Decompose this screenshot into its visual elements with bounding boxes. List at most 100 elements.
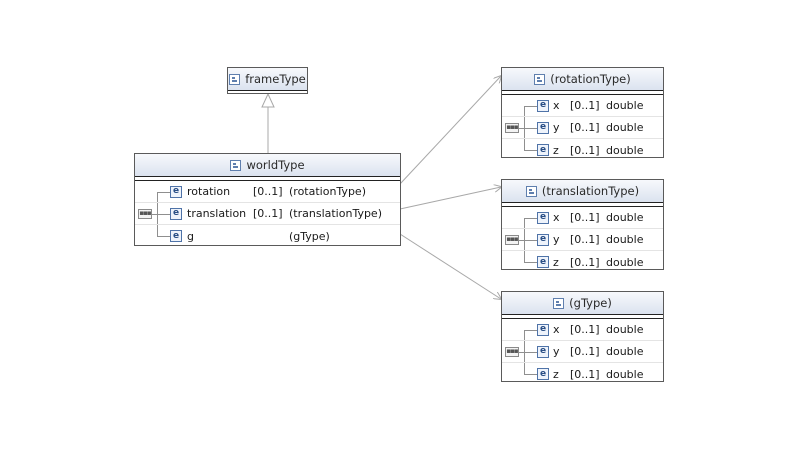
element-cardinality: [0..1]: [570, 255, 600, 269]
frame-type-header[interactable]: frameType: [228, 68, 307, 90]
element-type: double: [606, 143, 644, 157]
g-type-header[interactable]: (gType): [502, 292, 663, 314]
element-icon: e: [537, 345, 549, 358]
element-name: g: [187, 229, 194, 243]
element-name: y: [553, 233, 560, 246]
complex-type-icon: [534, 73, 546, 85]
element-cardinality: [0..1]: [570, 143, 600, 157]
header-divider: [502, 90, 663, 95]
tree-connector: [519, 352, 524, 353]
rotation-type-title: (rotationType): [550, 72, 631, 86]
element-name: y: [553, 121, 560, 134]
element-cardinality: [0..1]: [570, 345, 600, 358]
element-name: x: [553, 211, 560, 224]
rotation-type-elements: ▪▪▪ e x [0..1] double e y [0..1] double …: [502, 95, 663, 161]
tree-connector: [157, 236, 170, 237]
tree-connector: [524, 262, 537, 263]
element-row-y[interactable]: e y [0..1] double: [502, 341, 663, 363]
element-name: x: [553, 323, 560, 336]
element-icon: e: [537, 323, 549, 336]
element-cardinality: [0..1]: [253, 207, 283, 220]
element-name: rotation: [187, 185, 231, 198]
tree-connector: [524, 330, 537, 331]
element-cardinality: [0..1]: [570, 323, 600, 336]
world-type-header[interactable]: worldType: [135, 154, 400, 176]
element-icon: e: [537, 368, 549, 380]
element-row-x[interactable]: e x [0..1] double: [502, 319, 663, 341]
element-row-y[interactable]: e y [0..1] double: [502, 117, 663, 139]
tree-connector: [524, 240, 537, 241]
header-divider: [502, 314, 663, 319]
g-type-connector: [399, 233, 501, 299]
tree-connector: [524, 106, 537, 107]
element-row-x[interactable]: e x [0..1] double: [502, 95, 663, 117]
element-row-x[interactable]: e x [0..1] double: [502, 207, 663, 229]
element-type: (gType): [289, 229, 330, 243]
element-cardinality: [0..1]: [253, 185, 283, 198]
element-row-y[interactable]: e y [0..1] double: [502, 229, 663, 251]
element-name: z: [553, 255, 559, 269]
element-name: z: [553, 367, 559, 381]
sequence-compositor-icon[interactable]: ▪▪▪: [505, 347, 519, 357]
g-type-elements: ▪▪▪ e x [0..1] double e y [0..1] double …: [502, 319, 663, 385]
element-type: double: [606, 211, 644, 224]
element-cardinality: [0..1]: [570, 367, 600, 381]
tree-connector: [519, 128, 524, 129]
element-row-translation[interactable]: e translation [0..1] (translationType): [135, 203, 400, 225]
translation-type-box[interactable]: (translationType) ▪▪▪ e x [0..1] double …: [501, 179, 664, 270]
sequence-compositor-icon[interactable]: ▪▪▪: [505, 123, 519, 133]
inheritance-arrowhead: [261, 92, 275, 108]
element-icon: e: [537, 211, 549, 224]
element-name: y: [553, 345, 560, 358]
element-type: double: [606, 345, 644, 358]
sequence-compositor-icon[interactable]: ▪▪▪: [505, 235, 519, 245]
tree-connector: [157, 214, 170, 215]
element-icon: e: [537, 144, 549, 156]
element-row-g[interactable]: e g (gType): [135, 225, 400, 247]
element-icon: e: [170, 230, 182, 242]
world-type-elements: ▪▪▪ e rotation [0..1] (rotationType) e t…: [135, 181, 400, 247]
complex-type-icon: [230, 159, 242, 171]
tree-connector: [519, 240, 524, 241]
element-row-z[interactable]: e z [0..1] double: [502, 139, 663, 161]
header-divider: [228, 90, 307, 93]
element-cardinality: [0..1]: [570, 211, 600, 224]
complex-type-icon: [553, 297, 565, 309]
tree-connector: [157, 192, 170, 193]
tree-connector: [524, 128, 537, 129]
element-type: double: [606, 323, 644, 336]
element-row-z[interactable]: e z [0..1] double: [502, 251, 663, 273]
element-icon: e: [170, 185, 182, 198]
element-cardinality: [0..1]: [570, 99, 600, 112]
element-icon: e: [170, 207, 182, 220]
translation-type-elements: ▪▪▪ e x [0..1] double e y [0..1] double …: [502, 207, 663, 273]
g-type-title: (gType): [569, 296, 612, 310]
rotation-type-box[interactable]: (rotationType) ▪▪▪ e x [0..1] double e y…: [501, 67, 664, 158]
g-type-box[interactable]: (gType) ▪▪▪ e x [0..1] double e y [0..1]…: [501, 291, 664, 382]
element-icon: e: [537, 121, 549, 134]
element-name: translation: [187, 207, 247, 220]
element-row-rotation[interactable]: e rotation [0..1] (rotationType): [135, 181, 400, 203]
element-type: double: [606, 233, 644, 246]
element-type: (translationType): [289, 207, 382, 220]
element-type: double: [606, 121, 644, 134]
header-divider: [502, 202, 663, 207]
tree-connector: [524, 374, 537, 375]
world-type-title: worldType: [246, 158, 305, 172]
element-name: x: [553, 99, 560, 112]
complex-type-icon: [229, 73, 241, 85]
tree-connector: [152, 214, 157, 215]
frame-type-box[interactable]: frameType: [227, 67, 308, 94]
header-divider: [135, 176, 400, 181]
element-icon: e: [537, 99, 549, 112]
element-type: (rotationType): [289, 185, 366, 198]
element-name: z: [553, 143, 559, 157]
translation-type-header[interactable]: (translationType): [502, 180, 663, 202]
sequence-compositor-icon[interactable]: ▪▪▪: [138, 209, 152, 219]
frame-type-title: frameType: [245, 72, 306, 86]
world-type-box[interactable]: worldType ▪▪▪ e rotation [0..1] (rotatio…: [134, 153, 401, 246]
element-row-z[interactable]: e z [0..1] double: [502, 363, 663, 385]
element-cardinality: [0..1]: [570, 121, 600, 134]
rotation-type-header[interactable]: (rotationType): [502, 68, 663, 90]
